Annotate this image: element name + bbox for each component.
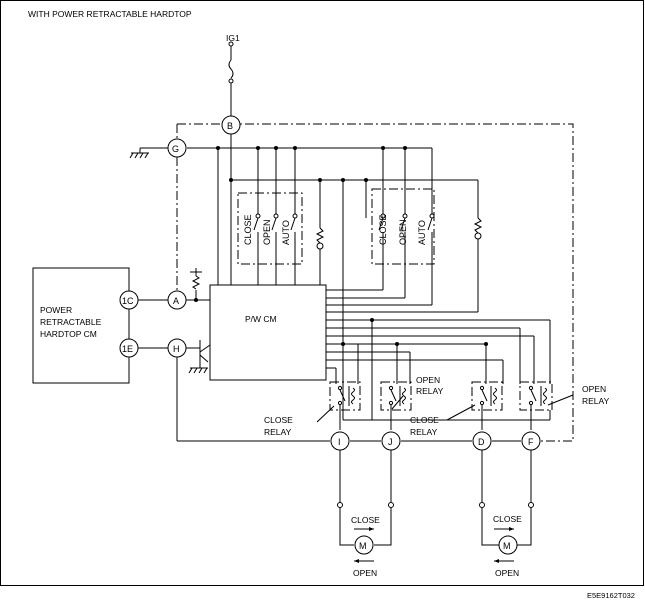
hardtop-cm-label-3: HARDTOP CM — [40, 329, 97, 339]
open-relay-1 — [380, 381, 412, 411]
indicator-lamp-icon — [315, 227, 325, 250]
connector-h: H — [167, 338, 187, 358]
svg-text:H: H — [173, 344, 180, 354]
pin-1e: 1E — [119, 338, 139, 358]
open-relay-2-label-a: OPEN — [582, 384, 606, 394]
svg-text:J: J — [388, 437, 393, 447]
open-relay-2-label-b: RELAY — [582, 396, 610, 406]
frame — [0, 0, 644, 586]
switch2-auto-label: AUTO — [417, 220, 427, 245]
motor-2-symbol: M — [503, 541, 511, 551]
switch1-auto-label: AUTO — [281, 220, 291, 245]
svg-text:F: F — [528, 437, 534, 447]
pw-cm-label: P/W CM — [245, 314, 277, 324]
fuse-symbol — [228, 41, 234, 119]
pin-1c: 1C — [119, 290, 139, 310]
switch-group-2 — [371, 188, 435, 265]
open-relay-1-label-b: RELAY — [416, 386, 444, 396]
switch1-close-label: CLOSE — [243, 214, 253, 245]
svg-text:1C: 1C — [122, 296, 134, 306]
open-relay-2 — [519, 381, 553, 411]
hardtop-cm-label-1: POWER — [40, 305, 72, 315]
open-relay-1-label-a: OPEN — [416, 375, 440, 385]
close-relay-1 — [329, 381, 361, 411]
connector-f: F — [521, 431, 541, 451]
indicator-lamp-icon — [473, 217, 483, 240]
ground-symbol — [188, 367, 208, 374]
module-boundary — [177, 123, 574, 442]
diagram-heading: WITH POWER RETRACTABLE HARDTOP — [28, 9, 192, 19]
close-relay-1-label-a: CLOSE — [264, 415, 293, 425]
hardtop-cm-box — [32, 267, 130, 384]
svg-text:A: A — [173, 296, 179, 306]
motor-icon — [354, 535, 374, 555]
motor-1-close-label: CLOSE — [351, 515, 380, 525]
switch2-close-label: CLOSE — [378, 214, 388, 245]
switch2-open-label: OPEN — [398, 219, 408, 245]
motor-1-open-label: OPEN — [353, 568, 377, 578]
motor-2-close-label: CLOSE — [493, 514, 522, 524]
switch-group-1 — [237, 192, 303, 265]
svg-text:I: I — [338, 437, 341, 447]
pw-cm-box — [209, 284, 327, 381]
svg-text:1E: 1E — [122, 344, 133, 354]
connector-g: G — [167, 138, 187, 158]
connector-d: D — [472, 431, 492, 451]
svg-text:G: G — [172, 144, 179, 154]
connector-a: A — [167, 290, 187, 310]
connector-j: J — [381, 431, 401, 451]
close-relay-1-label-b: RELAY — [264, 427, 292, 437]
power-source-label: IG1 — [226, 33, 240, 43]
ground-symbol — [129, 148, 149, 159]
figure-code: E5E9162T032 — [587, 591, 635, 600]
motor-1-symbol: M — [359, 541, 367, 551]
close-relay-2-label-b: RELAY — [410, 427, 438, 437]
connector-b: B — [221, 115, 241, 135]
motor-icon — [498, 535, 518, 555]
hardtop-cm-label-2: RETRACTABLE — [40, 317, 102, 327]
close-relay-2-label-a: CLOSE — [410, 415, 439, 425]
svg-text:B: B — [227, 121, 233, 131]
svg-text:D: D — [478, 437, 485, 447]
connector-i: I — [330, 431, 350, 451]
switch1-open-label: OPEN — [262, 219, 272, 245]
motor-2-open-label: OPEN — [495, 568, 519, 578]
close-relay-2 — [471, 381, 503, 411]
